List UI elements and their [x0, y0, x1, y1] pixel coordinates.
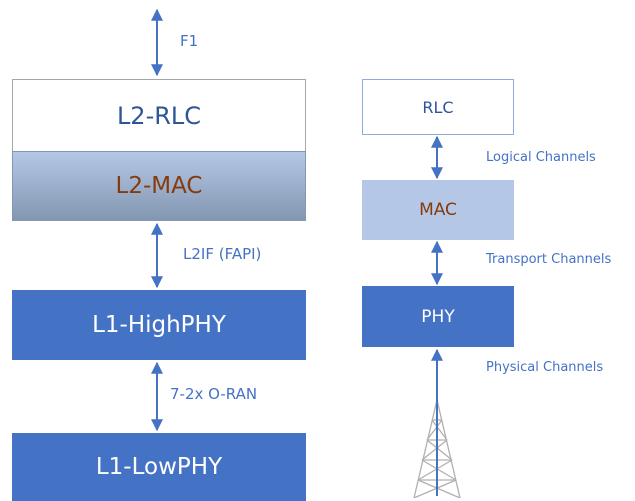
mac-block: MAC: [362, 180, 514, 240]
phy-block: PHY: [362, 286, 514, 347]
l1-lowphy-block: L1-LowPHY: [12, 433, 306, 501]
physical-channels-label: Physical Channels: [486, 360, 604, 375]
l2-rlc-label: L2-RLC: [116, 101, 202, 130]
l2if-label: L2IF (FAPI): [183, 245, 262, 263]
l2-mac-block: L2-MAC: [12, 151, 306, 221]
mac-label: MAC: [419, 200, 457, 220]
transport-channels-label: Transport Channels: [486, 252, 612, 267]
l1-highphy-label: L1-HighPHY: [92, 312, 226, 338]
logical-channels-label: Logical Channels: [486, 150, 596, 165]
rlc-block: RLC: [362, 79, 514, 135]
oran-label: 7-2x O-RAN: [170, 385, 258, 403]
f1-label: F1: [180, 32, 199, 50]
rlc-label: RLC: [422, 97, 454, 117]
l1-lowphy-label: L1-LowPHY: [95, 454, 223, 480]
phy-label: PHY: [421, 306, 455, 327]
l2-mac-label: L2-MAC: [115, 173, 203, 199]
l1-highphy-block: L1-HighPHY: [12, 290, 306, 360]
antenna-tower-icon: [413, 399, 461, 498]
l2-rlc-block: L2-RLC: [12, 79, 306, 151]
